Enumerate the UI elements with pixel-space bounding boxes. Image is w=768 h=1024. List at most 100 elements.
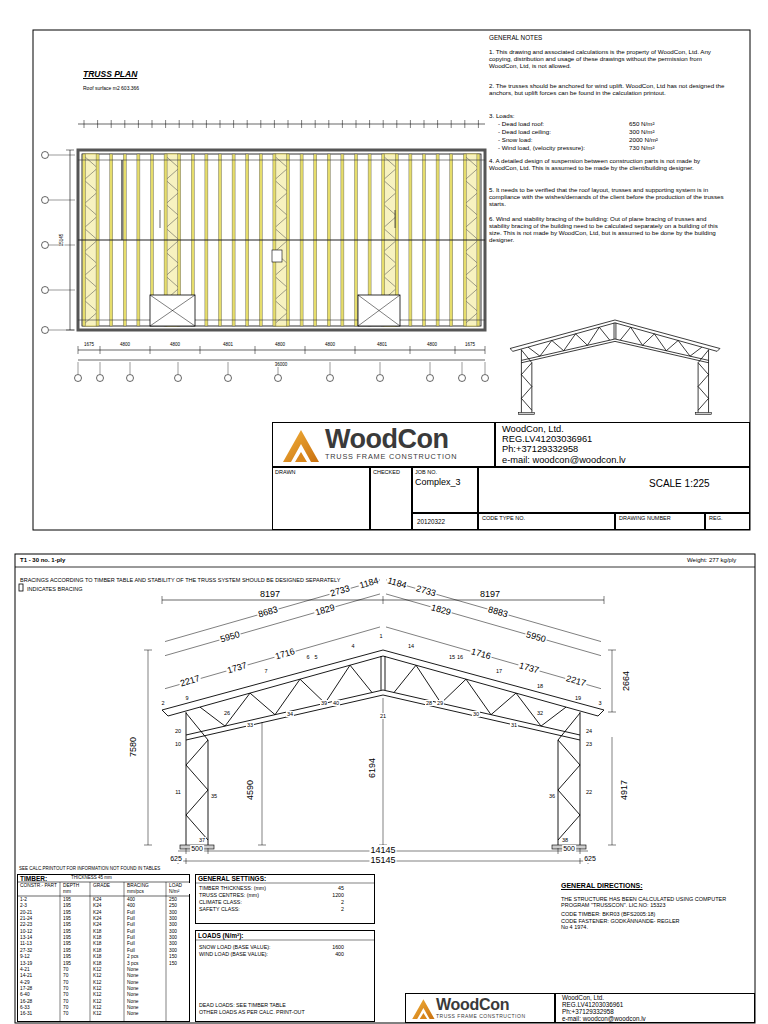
- company-line: WoodCon, Ltd.: [502, 424, 749, 434]
- table-cell: 17-28: [19, 986, 33, 992]
- load-value: 650 N/m²: [628, 120, 655, 127]
- sheet-border: [33, 30, 750, 530]
- dimension-text: 1716: [273, 646, 297, 662]
- table-cell: SNOW LOAD (BASE VALUE):: [198, 944, 271, 950]
- drawing-line: [386, 627, 601, 689]
- title-cell: 20120322: [412, 513, 478, 530]
- door-cross: [358, 295, 400, 326]
- dimension-text: 4800: [169, 342, 181, 347]
- dimension-text: 1829: [429, 602, 453, 618]
- title-cell: CHECKED: [370, 467, 412, 530]
- dimension-text: 4800: [324, 342, 336, 347]
- table-cell: 6-40: [19, 992, 31, 998]
- table-cell: 400: [126, 903, 136, 909]
- table-cell: 400: [126, 897, 136, 903]
- callout-number: 18: [536, 683, 544, 689]
- truss-member: [620, 327, 702, 356]
- dimension-tick: [165, 120, 166, 128]
- load-value: 730 N/m²: [628, 144, 655, 151]
- callout-number: 34: [286, 711, 294, 717]
- dimension-lines: [144, 580, 616, 864]
- dimension-text: 36000: [274, 362, 289, 367]
- table-cell: 70: [62, 967, 69, 973]
- bottom-chord: [521, 339, 708, 360]
- dimension-text: 1737: [517, 660, 541, 676]
- callout-number: 40: [332, 700, 340, 706]
- dimension-text: 8883: [486, 604, 510, 620]
- drawing-line: [165, 580, 380, 642]
- directions-heading: GENERAL DIRECTIONS:: [560, 882, 644, 890]
- drawing-line: [66, 150, 74, 151]
- king-post: [615, 323, 616, 339]
- callout-number: 33: [246, 722, 254, 728]
- dimension-tick: [260, 120, 261, 128]
- table-cell: 70: [62, 1005, 69, 1011]
- logo-wordmark: WoodCon: [325, 426, 494, 453]
- dimension-tick: [150, 346, 151, 354]
- callout-number: 14: [407, 643, 415, 649]
- callout-number: 36: [548, 793, 556, 799]
- plan-note: Roof surface m2 603.366: [82, 86, 140, 92]
- callout-number: 10: [174, 741, 182, 747]
- table-cell: 22-23: [19, 922, 33, 928]
- dimension-text: 8197: [259, 589, 281, 599]
- table-cell: 250: [168, 903, 178, 909]
- table-rule: [60, 882, 61, 1022]
- table-rule: [195, 883, 375, 884]
- table-cell: K24: [92, 910, 103, 916]
- table-cell: K12: [92, 967, 103, 973]
- table-cell: 300: [168, 948, 178, 954]
- table-cell: CLIMATE CLASS:: [198, 899, 243, 905]
- dimension-tick: [383, 596, 384, 604]
- dimension-text: 625: [169, 855, 183, 863]
- table-cell: SAFETY CLASS:: [198, 906, 241, 912]
- dimension-line: [78, 360, 485, 361]
- dimension-text: 2217: [564, 673, 588, 689]
- table-cell: 14-21: [19, 973, 33, 979]
- grid-line: [485, 362, 486, 374]
- callout-number: 21: [379, 713, 387, 719]
- dimension-text: 8683: [256, 604, 280, 620]
- logo-box: WoodConTRUSS FRAME CONSTRUCTION: [272, 422, 495, 467]
- dimension-tick: [97, 120, 98, 128]
- table-cell: 70: [62, 1011, 69, 1017]
- bracing-note: INDICATES BRACING: [26, 586, 84, 592]
- table-cell: 27-32: [19, 948, 33, 954]
- drawing-line: [383, 698, 384, 845]
- table-heading: LOADS (N/m²):: [198, 932, 374, 939]
- table-note: OTHER LOADS AS PER CALC. PRINT-OUT: [198, 1009, 306, 1015]
- grid-line: [49, 290, 75, 291]
- field-value: Complex_3: [415, 477, 477, 487]
- date-text: 20120322: [417, 518, 477, 525]
- title-cell: SCALE 1:225: [478, 467, 750, 513]
- truss-member: [186, 712, 187, 845]
- truss-member: [162, 710, 168, 716]
- table-cell: K12: [92, 973, 103, 979]
- load-name: - Snow load:: [497, 136, 533, 143]
- plan-title: TRUSS PLAN: [82, 70, 138, 80]
- callout-number: 1: [378, 633, 383, 639]
- table-cell: Full: [126, 929, 136, 935]
- king-post: [614, 323, 615, 339]
- company-line: Ph:+37129332958: [502, 444, 749, 454]
- dimension-tick: [383, 120, 384, 128]
- dimension-tick: [369, 120, 370, 128]
- table-cell: None: [126, 980, 139, 986]
- company-info: WoodCon, Ltd.REG.LV41203036961Ph:+371293…: [555, 993, 755, 1023]
- callout-number: 3: [597, 700, 602, 706]
- note-text: 4. A detailed design of suspension betwe…: [488, 157, 725, 171]
- door-cross: [150, 295, 195, 326]
- table-cell: 195: [62, 929, 72, 935]
- dimension-text: 625: [583, 855, 597, 863]
- company-line: Ph:+37129332958: [562, 1009, 754, 1016]
- dimension-tick: [305, 346, 306, 354]
- note-text: 6. Wind and stability bracing of the bui…: [488, 215, 725, 244]
- grid-line: [178, 362, 179, 374]
- grid-bubble: [175, 375, 182, 382]
- base-plate: [519, 413, 535, 415]
- truss-member: [708, 349, 709, 412]
- door-cross: [358, 295, 400, 326]
- door-opening: [150, 295, 195, 326]
- table-cell: None: [126, 973, 139, 979]
